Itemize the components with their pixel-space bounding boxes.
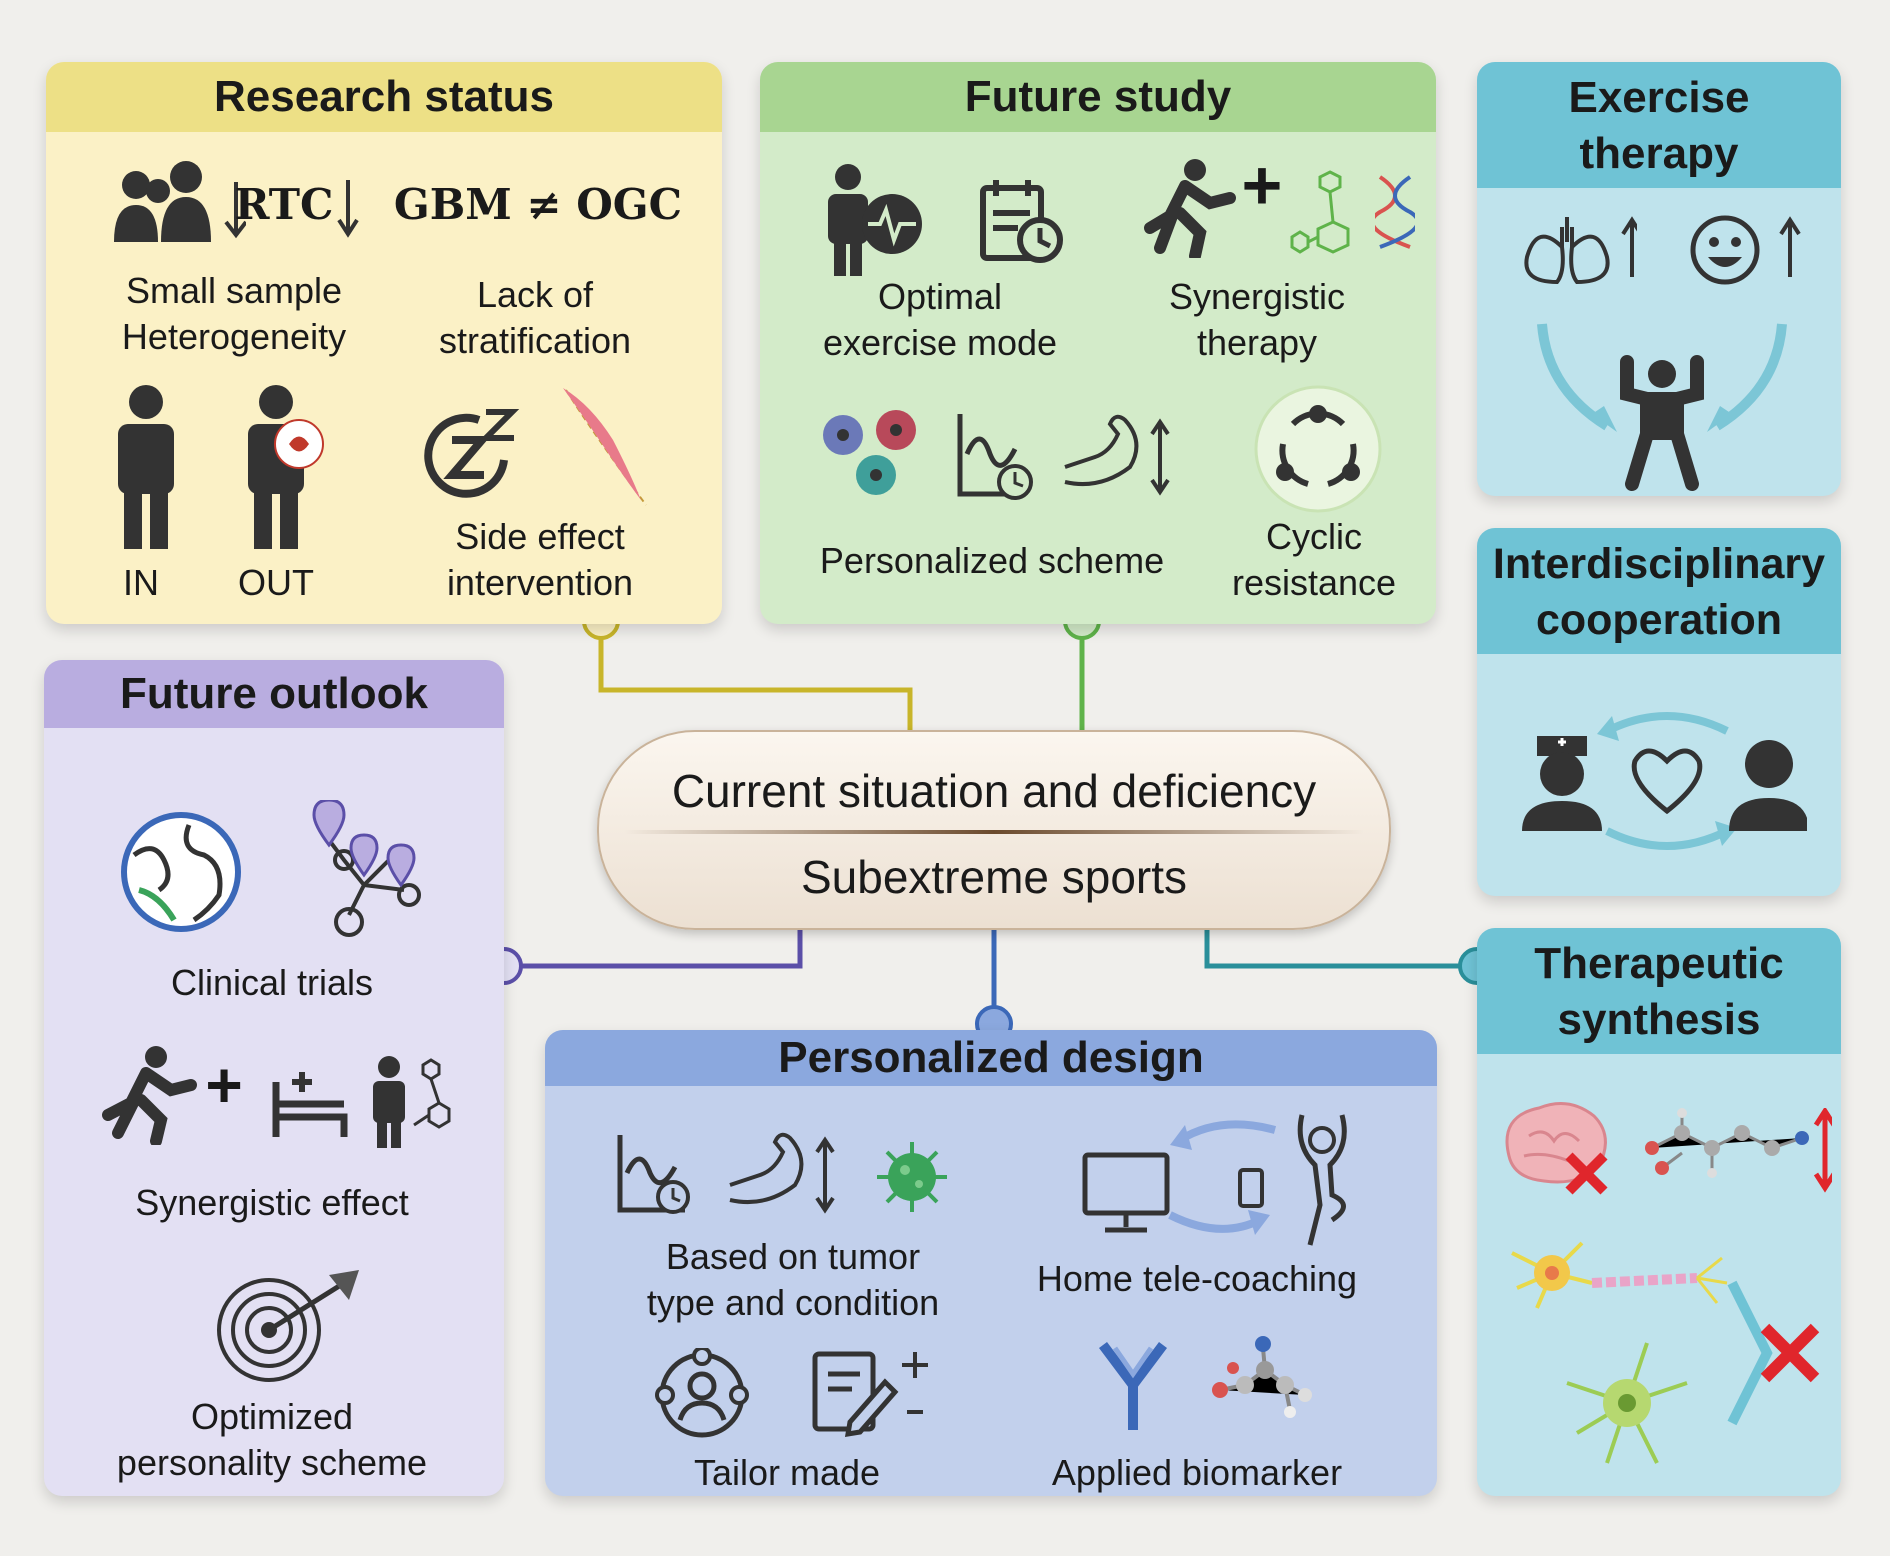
trend-clock-icon: [957, 414, 1033, 500]
running-person-icon-2: [102, 1046, 197, 1145]
interdisciplinary-panel: Interdisciplinary cooperation: [1477, 528, 1841, 896]
gbm-ogc-label: GBM ≠ OGC: [393, 180, 683, 229]
person-out-icon: [248, 385, 324, 549]
clinical-trials-label: Clinical trials: [170, 962, 374, 1003]
research-status-title: Research status: [46, 62, 722, 132]
center-line2: Subextreme sports: [800, 851, 1188, 903]
personalized-design-title: Personalized design: [545, 1030, 1437, 1086]
exercise-therapy-title-line1: Exercise: [1568, 73, 1750, 122]
antibody-icon: [1099, 1342, 1167, 1430]
sleep-zzz-icon: [424, 409, 520, 498]
edit-document-icon: [812, 1351, 928, 1438]
target-arrow-icon: [217, 1270, 359, 1382]
therapy-label: therapy: [1196, 322, 1318, 363]
based-on-tumor-label: Based on tumor: [665, 1236, 921, 1277]
neurons-blocked-icon: [1511, 1241, 1820, 1464]
person-in-icon: [118, 385, 174, 549]
resistance-label: resistance: [1231, 562, 1397, 603]
future-study-panel: Future study Optimal exercise mode + Syn…: [760, 62, 1436, 624]
heterogeneity-label: Heterogeneity: [121, 316, 347, 357]
future-study-title: Future study: [760, 62, 1436, 132]
cyclic-arrows-icon: [1254, 385, 1382, 513]
heart-monitor-person-icon: [828, 164, 922, 276]
flexed-arm-icon-2: [729, 1132, 835, 1214]
intervention-label: intervention: [446, 562, 634, 603]
personalized-design-panel: Personalized design Based on tumor type …: [545, 1030, 1437, 1496]
tailor-made-group-icon: [655, 1348, 749, 1438]
map-pins-network-icon: [312, 800, 421, 937]
down-arrow-icon: [337, 180, 359, 238]
lungs-icon: [1524, 216, 1637, 285]
strong-person-cycle-icon: [1537, 323, 1787, 491]
cells-icon: [823, 410, 916, 495]
doctor-handshake-patient-icon: [1522, 712, 1807, 850]
future-outlook-panel: Future outlook Clinical trials + Synergi…: [44, 660, 504, 1496]
type-and-condition-label: type and condition: [646, 1282, 940, 1323]
future-outlook-title: Future outlook: [44, 660, 504, 728]
optimal-label: Optimal: [877, 276, 1003, 317]
therapeutic-synthesis-title: Therapeutic synthesis: [1477, 928, 1841, 1054]
happy-face-icon: [1690, 215, 1801, 285]
personality-scheme-label: personality scheme: [116, 1442, 428, 1483]
group-people-icon: [114, 161, 246, 242]
personalized-scheme-label: Personalized scheme: [819, 540, 1165, 581]
stratification-label: stratification: [438, 320, 632, 361]
molecule-structure-icon: [1645, 1108, 1832, 1193]
optimized-label: Optimized: [190, 1396, 354, 1437]
exercise-mode-label: exercise mode: [822, 322, 1058, 363]
interdisciplinary-title-line1: Interdisciplinary: [1492, 540, 1826, 588]
small-sample-label: Small sample: [125, 270, 343, 311]
exercise-therapy-title: Exercise therapy: [1477, 62, 1841, 188]
virus-icon: [877, 1142, 947, 1212]
calendar-clock-icon: [980, 180, 1063, 263]
hospital-bed-icon: [272, 1072, 348, 1137]
exercise-therapy-title-line2: therapy: [1579, 129, 1739, 178]
research-status-panel: Research status RTC GBM ≠ OGC Small samp…: [46, 62, 722, 624]
synergistic-effect-label: Synergistic effect: [135, 1182, 409, 1223]
brain-blocked-icon: [1505, 1102, 1608, 1195]
tailor-made-label: Tailor made: [693, 1452, 881, 1493]
center-line1: Current situation and deficiency: [671, 765, 1317, 817]
in-label: IN: [123, 562, 159, 603]
applied-biomarker-label: Applied biomarker: [1051, 1452, 1343, 1493]
running-person-icon: [1144, 159, 1236, 258]
person-molecule-icon: [373, 1056, 451, 1148]
therapeutic-synthesis-panel: Therapeutic synthesis: [1477, 928, 1841, 1496]
center-topic-pill: Current situation and deficiency Subextr…: [597, 730, 1391, 930]
side-effect-label: Side effect: [455, 516, 625, 557]
therapeutic-synthesis-title-line2: synthesis: [1557, 995, 1761, 1044]
home-tele-coaching-label: Home tele-coaching: [1036, 1258, 1358, 1299]
synthesis-connector: [1204, 924, 1477, 969]
globe-icon: [121, 812, 241, 932]
center-divider: [624, 830, 1364, 834]
dna-icon: [1375, 175, 1415, 249]
synergistic-label: Synergistic: [1168, 276, 1346, 317]
molecule-icon: [1290, 170, 1350, 254]
research-connector: [598, 621, 913, 732]
therapeutic-synthesis-title-line1: Therapeutic: [1534, 939, 1784, 988]
out-label: OUT: [238, 562, 314, 603]
interdisciplinary-title: Interdisciplinary cooperation: [1477, 528, 1841, 654]
plus-sign: +: [1241, 146, 1283, 224]
lack-of-label: Lack of: [476, 274, 594, 315]
exercise-therapy-panel: Exercise therapy: [1477, 62, 1841, 496]
home-tele-coaching-icon: [1082, 1114, 1347, 1246]
plus-sign-2: +: [205, 1049, 243, 1121]
flexed-arm-icon: [1064, 414, 1170, 496]
outlook-connector: [504, 924, 803, 969]
biomarker-molecule-icon: [1212, 1336, 1312, 1418]
rtc-label: RTC: [234, 180, 334, 229]
muscle-fiber-icon: [563, 388, 647, 506]
interdisciplinary-title-line2: cooperation: [1535, 596, 1783, 644]
trend-clock-icon-2: [617, 1135, 690, 1214]
cyclic-label: Cyclic: [1266, 516, 1362, 557]
